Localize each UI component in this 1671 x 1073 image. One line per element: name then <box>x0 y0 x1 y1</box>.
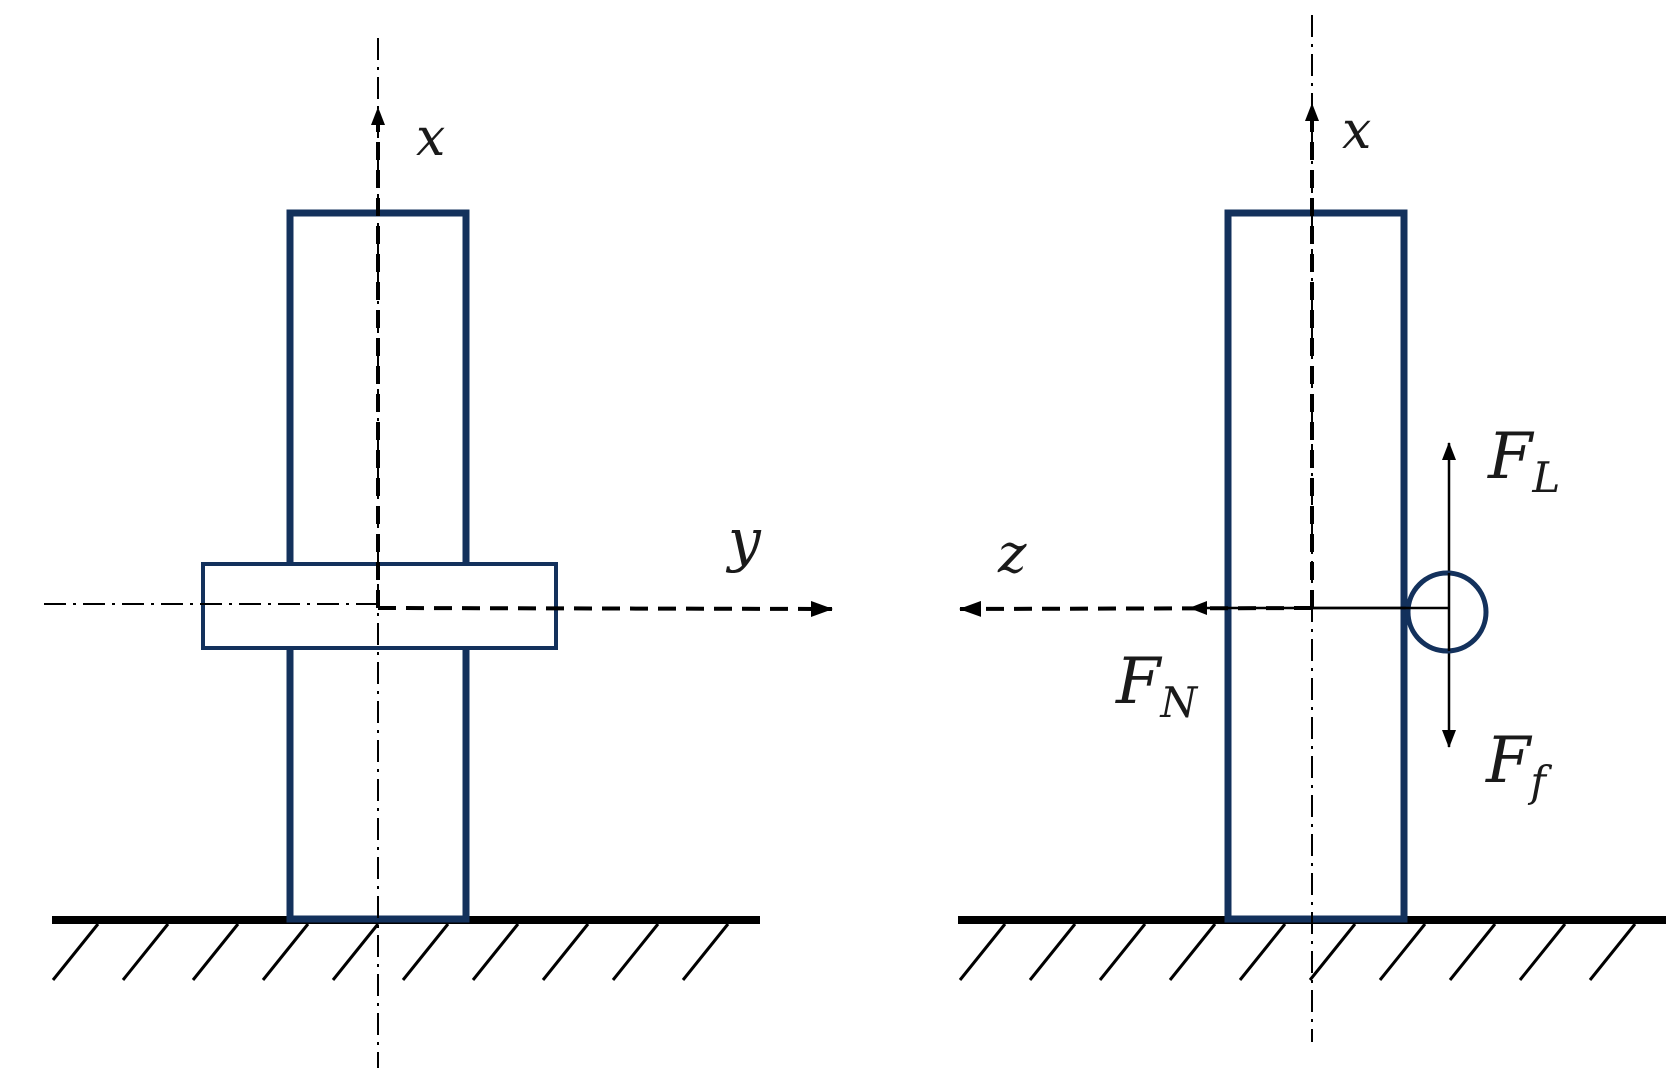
left-view: x y <box>44 38 833 1068</box>
right-pile <box>1224 209 1408 923</box>
right-ground-hatching <box>958 923 1637 981</box>
left-y-axis-arrow <box>377 600 833 617</box>
left-x-axis-label: x <box>416 108 445 168</box>
normal-force-label: FN <box>1115 645 1198 727</box>
friction-force-label: Ff <box>1485 724 1552 806</box>
right-x-axis-label: x <box>1342 101 1371 161</box>
right-z-axis-label: z <box>997 522 1027 585</box>
right-view: x z FL Ff FN <box>958 15 1666 1042</box>
left-y-axis-label: y <box>725 506 762 574</box>
contact-circle <box>1405 570 1489 654</box>
left-ground-hatching <box>51 923 730 981</box>
lift-force-label: FL <box>1487 420 1560 502</box>
